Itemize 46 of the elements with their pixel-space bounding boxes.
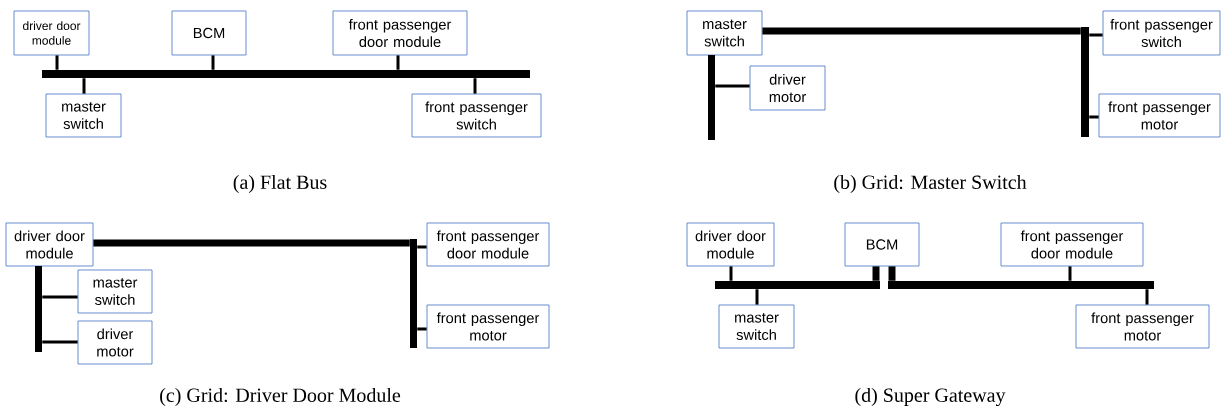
panel-caption: (c) Grid: Driver Door Module bbox=[160, 387, 401, 407]
bus-bar bbox=[42, 70, 530, 78]
panel-caption: (d) Super Gateway bbox=[855, 387, 1006, 407]
bus-line bbox=[715, 84, 750, 88]
bus-line bbox=[42, 295, 78, 299]
module-box: driver door module bbox=[13, 10, 90, 56]
bus-line bbox=[729, 266, 733, 281]
module-box: BCM bbox=[844, 222, 920, 267]
bus-line bbox=[82, 78, 86, 94]
bus-bar bbox=[410, 239, 417, 348]
module-box: master switch bbox=[45, 93, 122, 138]
module-box: driver motor bbox=[77, 320, 153, 365]
module-box: front passenger motor bbox=[1098, 93, 1221, 138]
bus-line bbox=[1068, 266, 1072, 281]
module-box: front passenger door module bbox=[426, 222, 550, 267]
bus-line bbox=[396, 55, 400, 70]
bus-bar bbox=[1081, 27, 1089, 137]
bus-line bbox=[417, 327, 427, 331]
bus-line bbox=[473, 78, 477, 94]
module-box: front passenger switch bbox=[411, 93, 542, 138]
module-box: front passenger motor bbox=[1075, 304, 1210, 349]
bus-line bbox=[1089, 115, 1099, 119]
bus-bar bbox=[35, 266, 42, 352]
module-box: driver motor bbox=[749, 65, 826, 111]
bus-bar bbox=[715, 281, 880, 289]
bus-line bbox=[1145, 289, 1149, 305]
module-box: front passenger motor bbox=[426, 304, 550, 349]
bus-line bbox=[1089, 33, 1103, 37]
panel-caption: (b) Grid: Master Switch bbox=[834, 174, 1027, 194]
bus-line bbox=[417, 245, 427, 249]
bus-line bbox=[755, 289, 759, 305]
bus-line bbox=[42, 340, 78, 344]
module-box: master switch bbox=[77, 269, 153, 314]
module-box: BCM bbox=[171, 10, 247, 56]
module-box: driver door module bbox=[5, 222, 94, 267]
module-box: master switch bbox=[686, 10, 763, 56]
bus-bar bbox=[708, 55, 715, 140]
bus-line bbox=[211, 55, 215, 70]
bus-bar bbox=[888, 281, 1154, 289]
module-box: front passenger door module bbox=[332, 10, 468, 56]
module-box: front passenger door module bbox=[1000, 222, 1144, 267]
module-box: driver door module bbox=[686, 222, 775, 267]
panel-caption: (a) Flat Bus bbox=[233, 174, 327, 194]
module-box: front passenger switch bbox=[1102, 10, 1221, 56]
bus-line bbox=[55, 55, 59, 70]
module-box: master switch bbox=[718, 304, 795, 349]
